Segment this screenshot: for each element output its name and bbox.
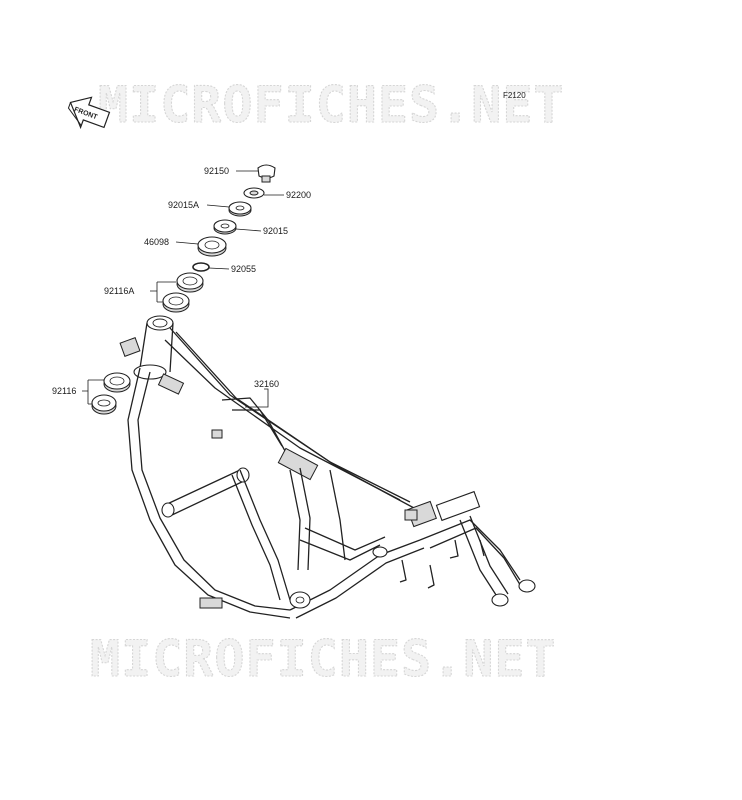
label-92015A: 92015A [168, 200, 199, 210]
part-92055-icon [192, 262, 210, 272]
part-92116A-upper-icon [176, 272, 204, 293]
front-arrow-icon: FRONT [67, 96, 111, 130]
part-92015-icon [213, 219, 237, 235]
watermark-bottom: MICROFICHES.NET [90, 630, 557, 688]
label-46098: 46098 [144, 237, 169, 247]
part-92116A-lower-icon [162, 292, 190, 313]
label-92200: 92200 [286, 190, 311, 200]
part-46098-icon [197, 236, 227, 257]
part-92015A-icon [228, 201, 252, 217]
label-92116: 92116 [52, 386, 76, 396]
label-92150: 92150 [204, 166, 229, 176]
frame-32160 [119, 315, 536, 619]
part-92200-icon [243, 187, 265, 199]
label-32160: 32160 [254, 379, 279, 389]
label-92055: 92055 [231, 264, 256, 274]
watermark-top: MICROFICHES.NET [98, 76, 565, 134]
label-92116A: 92116A [104, 286, 134, 296]
part-92150-icon [257, 164, 276, 183]
label-92015: 92015 [263, 226, 288, 236]
figure-number: F2120 [503, 91, 526, 100]
part-92116-lower-icon [91, 394, 117, 415]
part-92116-upper-icon [103, 372, 131, 393]
